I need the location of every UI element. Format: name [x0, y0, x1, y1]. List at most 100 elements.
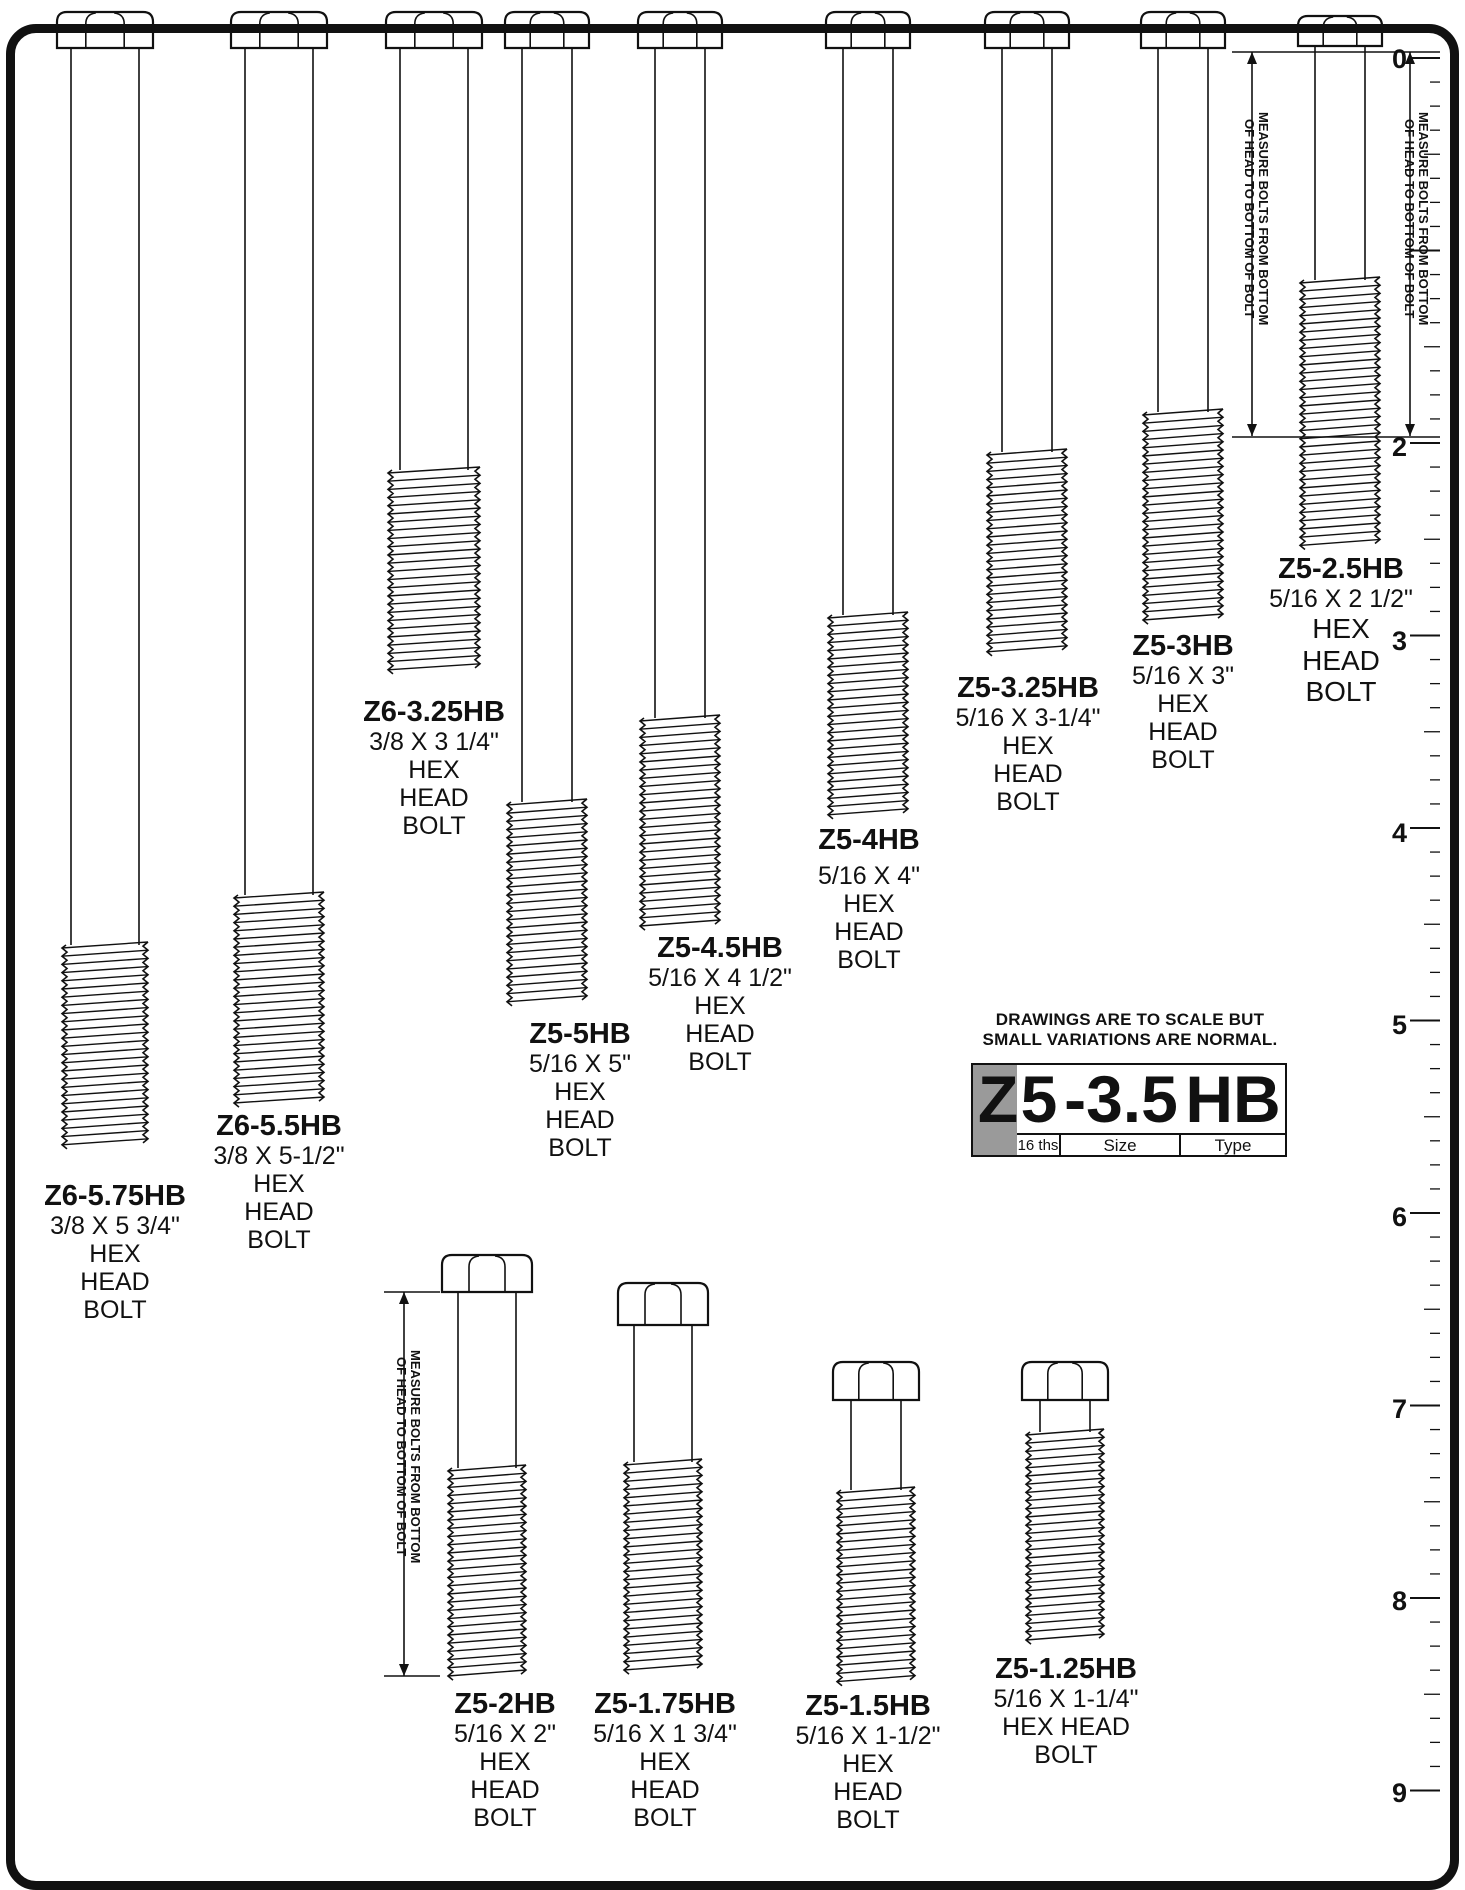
- bolt-desc: HEX: [843, 890, 895, 919]
- bolt-desc: HEAD: [399, 784, 469, 813]
- key-caption-size: Size: [1061, 1133, 1181, 1155]
- bolt-desc: BOLT: [247, 1226, 311, 1255]
- bolt-label-z5-125: Z5-1.25HB 5/16 X 1-1/4" HEX HEAD BOLT: [956, 1653, 1176, 1769]
- bolt-thread-edge: [826, 614, 835, 820]
- bolt-shape: [824, 10, 912, 820]
- bolt-label-z5-4: Z5-4HB 5/16 X 4" HEX HEAD BOLT: [779, 824, 959, 974]
- scale-note-line: SMALL VARIATIONS ARE NORMAL.: [982, 1030, 1278, 1049]
- bolt-code: Z5-1.25HB: [995, 1653, 1137, 1685]
- measure-note-line: MEASURE BOLTS FROM BOTTOM: [408, 1350, 423, 1564]
- measure-note-line: OF HEAD TO BOTTOM OF BOLT: [393, 1356, 409, 1557]
- bolt-thread-edge: [713, 714, 722, 925]
- bolt-thread-edge: [505, 801, 514, 1007]
- bolt-label-z5-2: Z5-2HB 5/16 X 2" HEX HEAD BOLT: [415, 1688, 595, 1832]
- bolt-head-facet: [553, 12, 565, 48]
- bolt-code: Z5-3HB: [1132, 630, 1234, 662]
- bolt-desc: HEX HEAD: [1002, 1713, 1130, 1742]
- measure-note-line: OF HEAD TO BOTTOM OF BOLT: [1241, 118, 1257, 319]
- bolt-thread-edge: [901, 611, 910, 814]
- bolt-desc: HEX: [253, 1170, 305, 1199]
- bolt-head-facet: [1346, 16, 1358, 46]
- bolt-size: 5/16 X 4 1/2": [648, 964, 792, 993]
- bolt-desc: HEAD: [80, 1268, 150, 1297]
- bolt-desc: HEX: [842, 1750, 894, 1779]
- bolt-label-z5-45: Z5-4.5HB 5/16 X 4 1/2" HEX HEAD BOLT: [620, 932, 820, 1076]
- key-prefix: Z: [977, 1062, 1019, 1136]
- bolt-head: [1139, 10, 1227, 50]
- bolt-thread-edge: [908, 1486, 917, 1681]
- bolt-threads: [61, 941, 149, 1146]
- bolt-thread-edge: [1097, 1428, 1106, 1639]
- bolt-desc: HEX: [639, 1748, 691, 1777]
- bolt-desc: HEAD: [470, 1776, 540, 1805]
- bolt-desc: HEAD: [834, 918, 904, 947]
- bolt-head-facet: [1047, 1362, 1058, 1400]
- bolt-desc: BOLT: [837, 946, 901, 975]
- bolt-head-facet: [662, 12, 674, 48]
- bolt-desc: BOLT: [836, 1806, 900, 1835]
- bolt-desc: HEX: [554, 1078, 606, 1107]
- bolt-desc: HEX: [694, 992, 746, 1021]
- bolt-desc: BOLT: [83, 1296, 147, 1325]
- measure-note-line: OF HEAD TO BOTTOM OF BOLT: [1401, 118, 1417, 319]
- bolt-threads: [986, 448, 1068, 653]
- bolt-desc: BOLT: [996, 788, 1060, 817]
- measure-note-top-1: MEASURE BOLTS FROM BOTTOM OF HEAD TO BOT…: [1241, 112, 1271, 325]
- bolt-head-facet: [644, 1283, 656, 1325]
- bolt-thread-edge: [1060, 448, 1069, 651]
- ruler-label-9: 9: [1392, 1778, 1408, 1808]
- bolt-code: Z5-2.5HB: [1278, 553, 1404, 585]
- bolt-thread-edge: [580, 798, 589, 1001]
- bolt-code: Z5-2HB: [454, 1688, 556, 1720]
- bolt-size: 5/16 X 2": [453, 1720, 556, 1749]
- bolt-desc: BOLT: [1305, 676, 1377, 708]
- bolt-shape: [503, 10, 591, 1007]
- bolt-head: [824, 10, 912, 50]
- bolt-thread-edge: [1024, 1431, 1033, 1645]
- measure-note-line: MEASURE BOLTS FROM BOTTOM: [1416, 112, 1431, 326]
- bolt-desc: HEX: [1312, 613, 1370, 645]
- measure-note-bottom: MEASURE BOLTS FROM BOTTOM OF HEAD TO BOT…: [393, 1350, 423, 1564]
- bolt-label-z5-175: Z5-1.75HB 5/16 X 1 3/4" HEX HEAD BOLT: [565, 1688, 765, 1832]
- bolt-code: Z6-3.25HB: [363, 696, 505, 728]
- bolt-head-facet: [85, 12, 96, 48]
- bolt-head: [831, 1360, 921, 1402]
- key-type: HB: [1185, 1062, 1281, 1136]
- bolt-head-facet: [494, 1255, 506, 1292]
- bolt-desc: HEX: [1002, 732, 1054, 761]
- bolt-size: 5/16 X 2 1/2": [1269, 585, 1413, 614]
- bolt-size: 3/8 X 5 3/4": [50, 1212, 180, 1241]
- ruler-label-0: 0: [1392, 44, 1408, 74]
- bolt-thread-edge: [985, 451, 994, 657]
- bolt-size: 5/16 X 1 3/4": [593, 1720, 737, 1749]
- bolt-thread-edge: [473, 466, 482, 669]
- bolt-head: [384, 10, 484, 50]
- bolt-thread-edge: [60, 944, 69, 1150]
- bolt-head-facet: [529, 12, 541, 48]
- ruler-label-8: 8: [1392, 1586, 1408, 1616]
- bolt-head-facet: [858, 1362, 869, 1400]
- bolt-label-z6-575: Z6-5.75HB 3/8 X 5 3/4" HEX HEAD BOLT: [15, 1180, 215, 1324]
- ruler-label-7: 7: [1392, 1394, 1408, 1424]
- bolt-desc: HEAD: [993, 760, 1063, 789]
- bolt-thread-edge: [386, 469, 395, 675]
- bolt-desc: BOLT: [633, 1804, 697, 1833]
- bolt-head-facet: [1033, 12, 1045, 48]
- bolt-head-facet: [874, 12, 886, 48]
- bolt-thread-edge: [519, 1464, 528, 1675]
- bolt-size: 5/16 X 5": [528, 1050, 631, 1079]
- bolt-head-facet: [1189, 12, 1201, 48]
- bolt-size: 3/8 X 3 1/4": [369, 728, 499, 757]
- key-shade: [973, 1065, 1017, 1155]
- bolt-threads: [233, 891, 325, 1104]
- bolt-head-facet: [288, 12, 299, 48]
- bolt-head-facet: [468, 1255, 480, 1292]
- bolt-desc: BOLT: [402, 812, 466, 841]
- bolt-shape: [983, 10, 1071, 657]
- key-caption-type: Type: [1181, 1133, 1285, 1155]
- bolt-desc: BOLT: [1034, 1741, 1098, 1770]
- bolt-head: [1020, 1360, 1110, 1402]
- bolt-threads: [1299, 276, 1381, 547]
- bolt-thread-edge: [1216, 408, 1225, 619]
- bolt-label-z6-55: Z6-5.5HB 3/8 X 5-1/2" HEX HEAD BOLT: [179, 1110, 379, 1254]
